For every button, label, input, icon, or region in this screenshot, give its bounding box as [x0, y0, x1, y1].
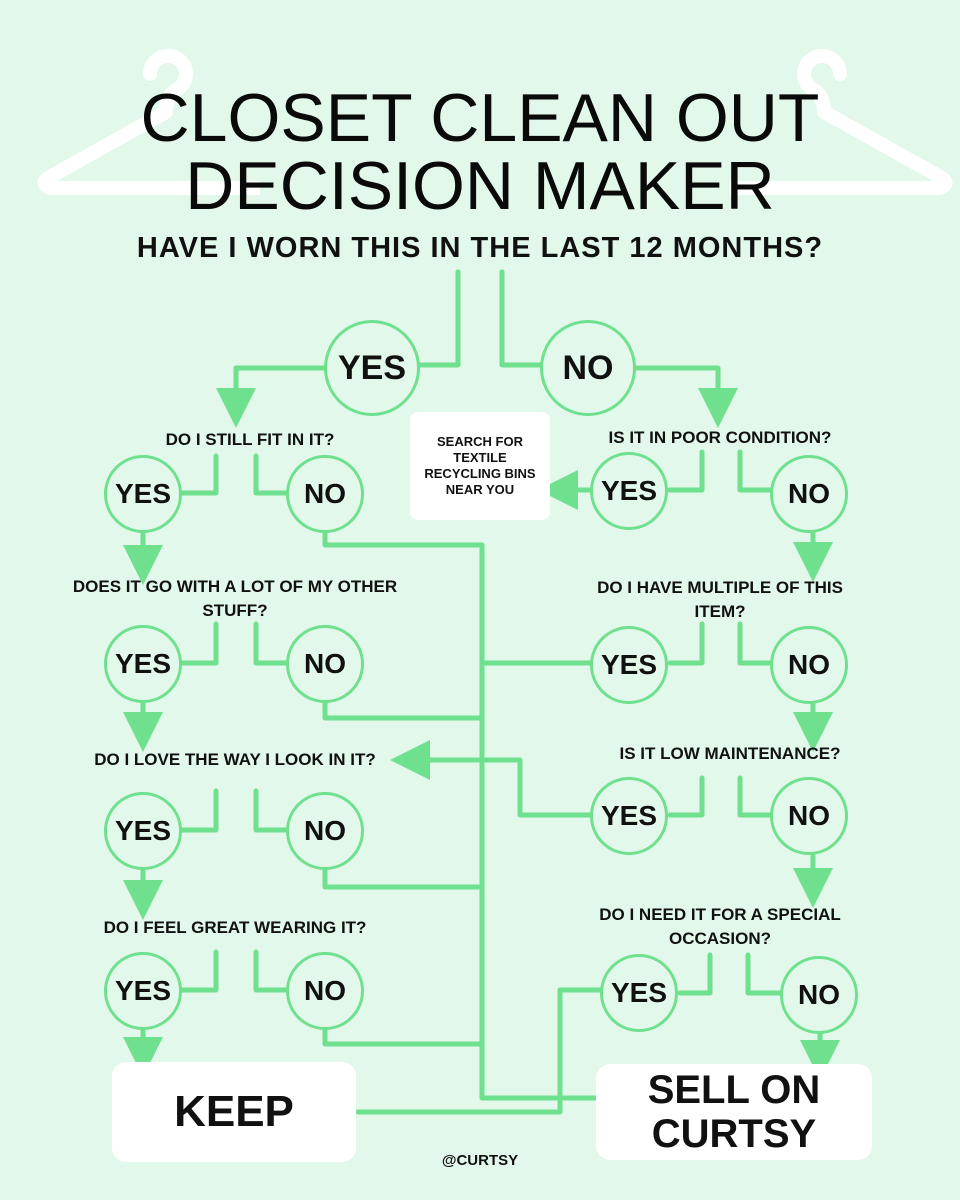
hanger-left-icon	[37, 48, 260, 195]
right-poor-condition-no-node: NO	[770, 455, 848, 533]
main-question: HAVE I WORN THIS IN THE LAST 12 MONTHS?	[136, 232, 824, 264]
recycle-bins-box: SEARCH FOR TEXTILE RECYCLING BINS NEAR Y…	[410, 412, 550, 520]
page-title-line-2: DECISION MAKER	[185, 148, 775, 224]
left-feel-great-yes-node: YES	[104, 952, 182, 1030]
left-fit-no-node: NO	[286, 455, 364, 533]
left-question-love-look: DO I LOVE THE WAY I LOOK IN IT?	[94, 750, 376, 769]
left-question-fit: DO I STILL FIT IN IT?	[165, 430, 335, 449]
right-question-multiple: DO I HAVE MULTIPLE OF THIS ITEM?	[597, 578, 843, 621]
keep-outcome-box: KEEP	[112, 1062, 356, 1162]
hanger-right-icon	[730, 48, 953, 195]
footer-handle: @CURTSY	[441, 1152, 519, 1169]
left-fit-yes-node: YES	[104, 455, 182, 533]
sell-outcome-box: SELL ON CURTSY	[596, 1064, 872, 1160]
left-love-look-yes-node: YES	[104, 792, 182, 870]
right-low-maintenance-no-node: NO	[770, 777, 848, 855]
link-main-to-yes	[417, 269, 461, 368]
right-question-low-maintenance: IS IT LOW MAINTENANCE?	[619, 744, 841, 763]
left-goes-with-yes-node: YES	[104, 625, 182, 703]
main-yes-node: YES	[324, 320, 420, 416]
trunk-to-sell	[479, 542, 601, 1101]
link-main-to-no	[499, 269, 545, 368]
right-multiple-no-node: NO	[770, 626, 848, 704]
right-question-poor-condition: IS IT IN POOR CONDITION?	[608, 428, 832, 447]
left-question-feel-great: DO I FEEL GREAT WEARING IT?	[103, 918, 367, 937]
page-title-line-1: CLOSET CLEAN OUT	[140, 80, 820, 156]
right-question-special-occasion: DO I NEED IT FOR A SPECIAL OCCASION?	[599, 905, 841, 948]
right-multiple-yes-node: YES	[590, 626, 668, 704]
left-goes-with-no-node: NO	[286, 625, 364, 703]
main-no-node: NO	[540, 320, 636, 416]
right-special-occasion-yes-node: YES	[600, 954, 678, 1032]
right-special-occasion-no-node: NO	[780, 956, 858, 1034]
link-yes-to-left-q1	[216, 365, 333, 428]
left-love-look-no-node: NO	[286, 792, 364, 870]
left-question-goes-with: DOES IT GO WITH A LOT OF MY OTHER STUFF?	[72, 577, 398, 620]
right-poor-condition-yes-node: YES	[590, 452, 668, 530]
left-feel-great-no-node: NO	[286, 952, 364, 1030]
link-no-to-right-q1	[631, 365, 738, 428]
right-low-maintenance-yes-node: YES	[590, 777, 668, 855]
